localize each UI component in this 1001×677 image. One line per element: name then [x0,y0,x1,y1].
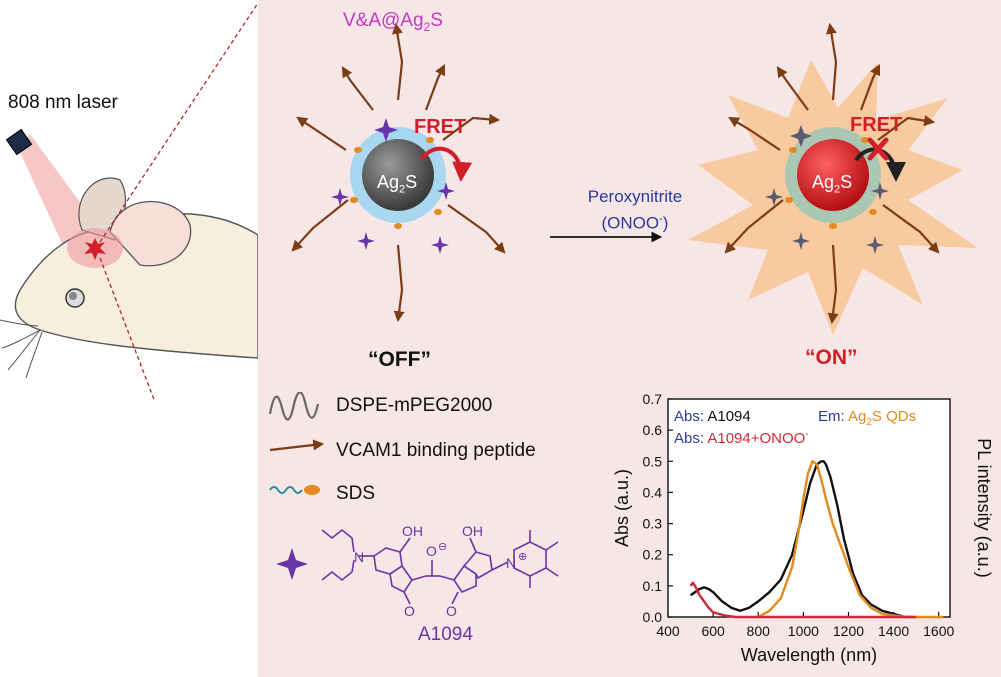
core-label-off: Ag2S [377,172,418,196]
probe-on [688,22,978,335]
x-tick-label: 800 [747,623,771,639]
mouse-whiskers [0,319,43,379]
sds-dots [350,137,442,229]
state-on-label: “ON” [805,346,858,369]
wavy-line-icon [268,392,320,421]
zoom-line-top [99,0,261,243]
legend-abs-a1094: Abs: A1094 [674,408,751,425]
atom-oh-left: OH [402,523,423,539]
atom-o-center: O [426,543,437,559]
laser-label: 808 nm laser [8,92,118,113]
atom-n-left: N [354,549,364,565]
target-spot-icon [84,238,106,260]
y-tick-label: 0.3 [643,516,663,532]
x-tick-label: 600 [701,623,725,639]
legend-peptide-label: VCAM1 binding peptide [336,440,536,461]
a1094-structure: N OH O ⊖ O O OH N ⊕ [276,523,559,619]
fret-label-on: FRET [850,114,903,136]
legend-abs-onoo: Abs: A1094+ONOO- [674,429,809,447]
mouse-pupil [69,292,77,300]
x-tick-label: 1600 [923,623,954,639]
x-tick-label: 1000 [788,623,819,639]
legend-em-qds: Em: Ag2S QDs [818,408,916,428]
dye-star-quenched-icon [765,125,889,254]
atom-oh-right: OH [462,523,483,539]
probe-name-label: V&A@Ag2S [343,10,443,34]
charge-plus: ⊕ [518,551,527,563]
molecule-name: A1094 [418,624,473,645]
state-off-label: “OFF” [368,348,431,371]
reaction-line1: Peroxynitrite [587,187,683,206]
y-axis-label-right: PL intensity (a.u.) [974,438,994,577]
atom-o-lactone-left: O [404,603,415,619]
reaction-line2: (ONOO-) [601,213,669,233]
x-tick-label: 1200 [833,623,864,639]
series-line-2 [689,581,917,619]
legend-sds-label: SDS [336,483,376,504]
dye-legend-star-icon [276,548,308,580]
sds-icon [269,485,320,495]
series-line-0 [689,460,912,619]
x-tick-label: 1400 [878,623,909,639]
y-tick-label: 0.5 [643,453,663,469]
y-axis-label: Abs (a.u.) [612,469,632,547]
arrow-icon [269,439,325,452]
mouse-ear [109,200,192,267]
molecule-bonds [321,528,559,605]
y-tick-label: 0.0 [643,609,663,625]
fret-label-off: FRET [414,116,467,138]
plot-area [667,398,951,618]
y-tick-label: 0.7 [643,391,663,407]
laser-device-icon [5,128,33,156]
sds-dots-on [785,137,877,229]
x-axis-label: Wavelength (nm) [741,645,877,665]
core-off [362,139,434,211]
atom-n-right: N [506,555,516,571]
y-tick-label: 0.4 [643,484,663,500]
spectrum-chart: 0.0 0.1 0.2 0.3 0.4 0.5 0.6 0.7 400 600 800 1000 120… [612,391,994,665]
core-on [797,139,869,211]
y-tick-label: 0.2 [643,547,663,563]
atom-o-lactone-right: O [446,603,457,619]
probe-off [291,22,506,323]
core-label-on: Ag2S [812,172,853,196]
dye-star-icon [331,118,455,254]
charge-minus: ⊖ [438,541,447,553]
y-tick-label: 0.1 [643,578,663,594]
x-tick-label: 400 [656,623,680,639]
fret-arrow-off [419,146,473,182]
nanoprobe-diagram [291,22,978,335]
legend-icons [268,392,325,495]
legend-peg-label: DSPE-mPEG2000 [336,395,493,416]
y-tick-label: 0.6 [643,422,663,438]
reaction-label: Peroxynitrite (ONOO-) [560,186,710,235]
mouse-illustration [0,0,261,400]
blocked-x-icon [867,137,889,161]
